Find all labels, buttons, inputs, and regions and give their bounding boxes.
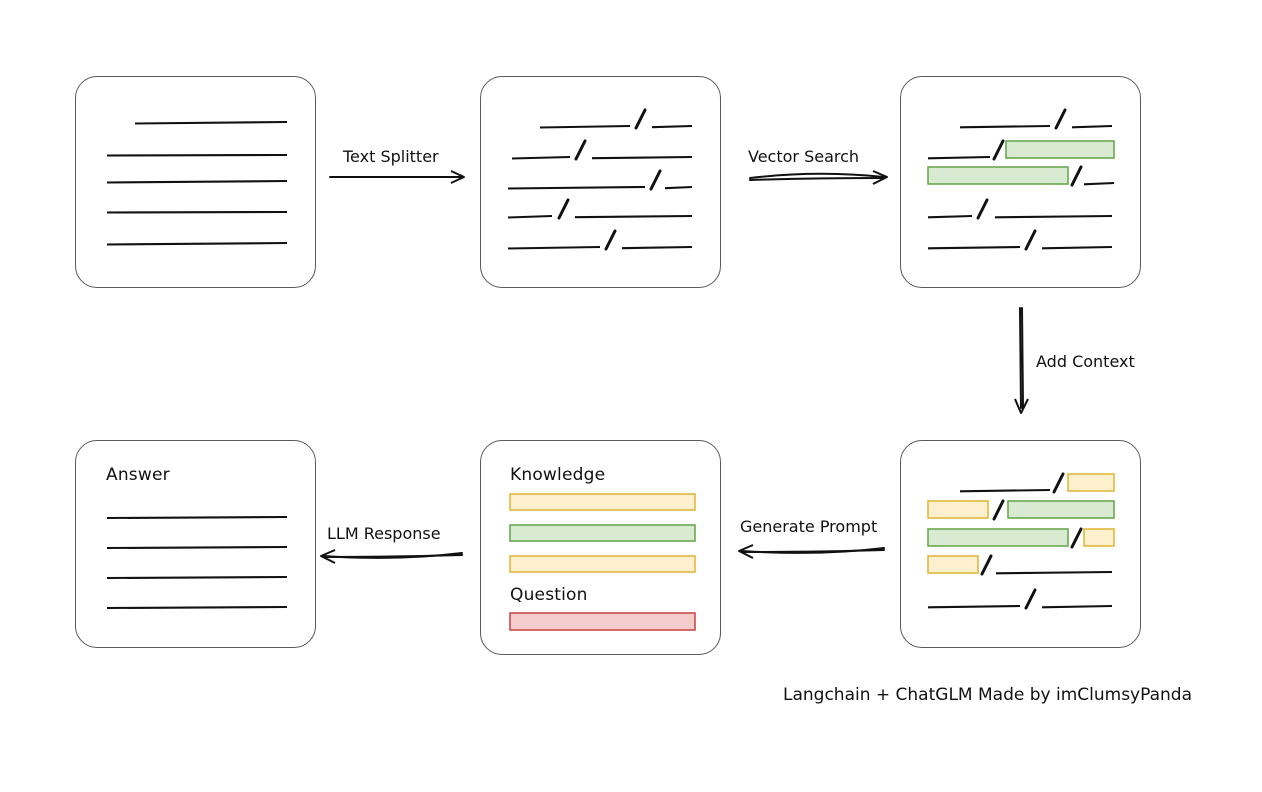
arrow-label-llm-response: LLM Response [327, 524, 441, 543]
matched-document-box[interactable] [900, 76, 1141, 288]
arrow-label-generate-prompt: Generate Prompt [740, 517, 878, 536]
arrow-llm-response [320, 549, 463, 564]
split-document-box[interactable] [480, 76, 721, 288]
arrow-add-context [1014, 307, 1029, 414]
knowledge-label: Knowledge [510, 465, 606, 485]
arrow-label-vector-search: Vector Search [748, 147, 860, 166]
credit-text: Langchain + ChatGLM Made by imClumsyPand… [783, 685, 1192, 705]
context-document-box[interactable] [900, 440, 1141, 648]
question-label: Question [510, 585, 588, 605]
answer-label: Answer [106, 465, 170, 485]
arrow-label-add-context: Add Context [1036, 352, 1135, 371]
source-document-box[interactable] [75, 76, 316, 288]
answer-box[interactable] [75, 440, 316, 648]
arrow-label-text-splitter: Text Splitter [343, 147, 439, 166]
arrow-vector-search [749, 170, 888, 185]
arrow-generate-prompt [738, 544, 885, 559]
arrow-text-splitter [329, 170, 465, 184]
